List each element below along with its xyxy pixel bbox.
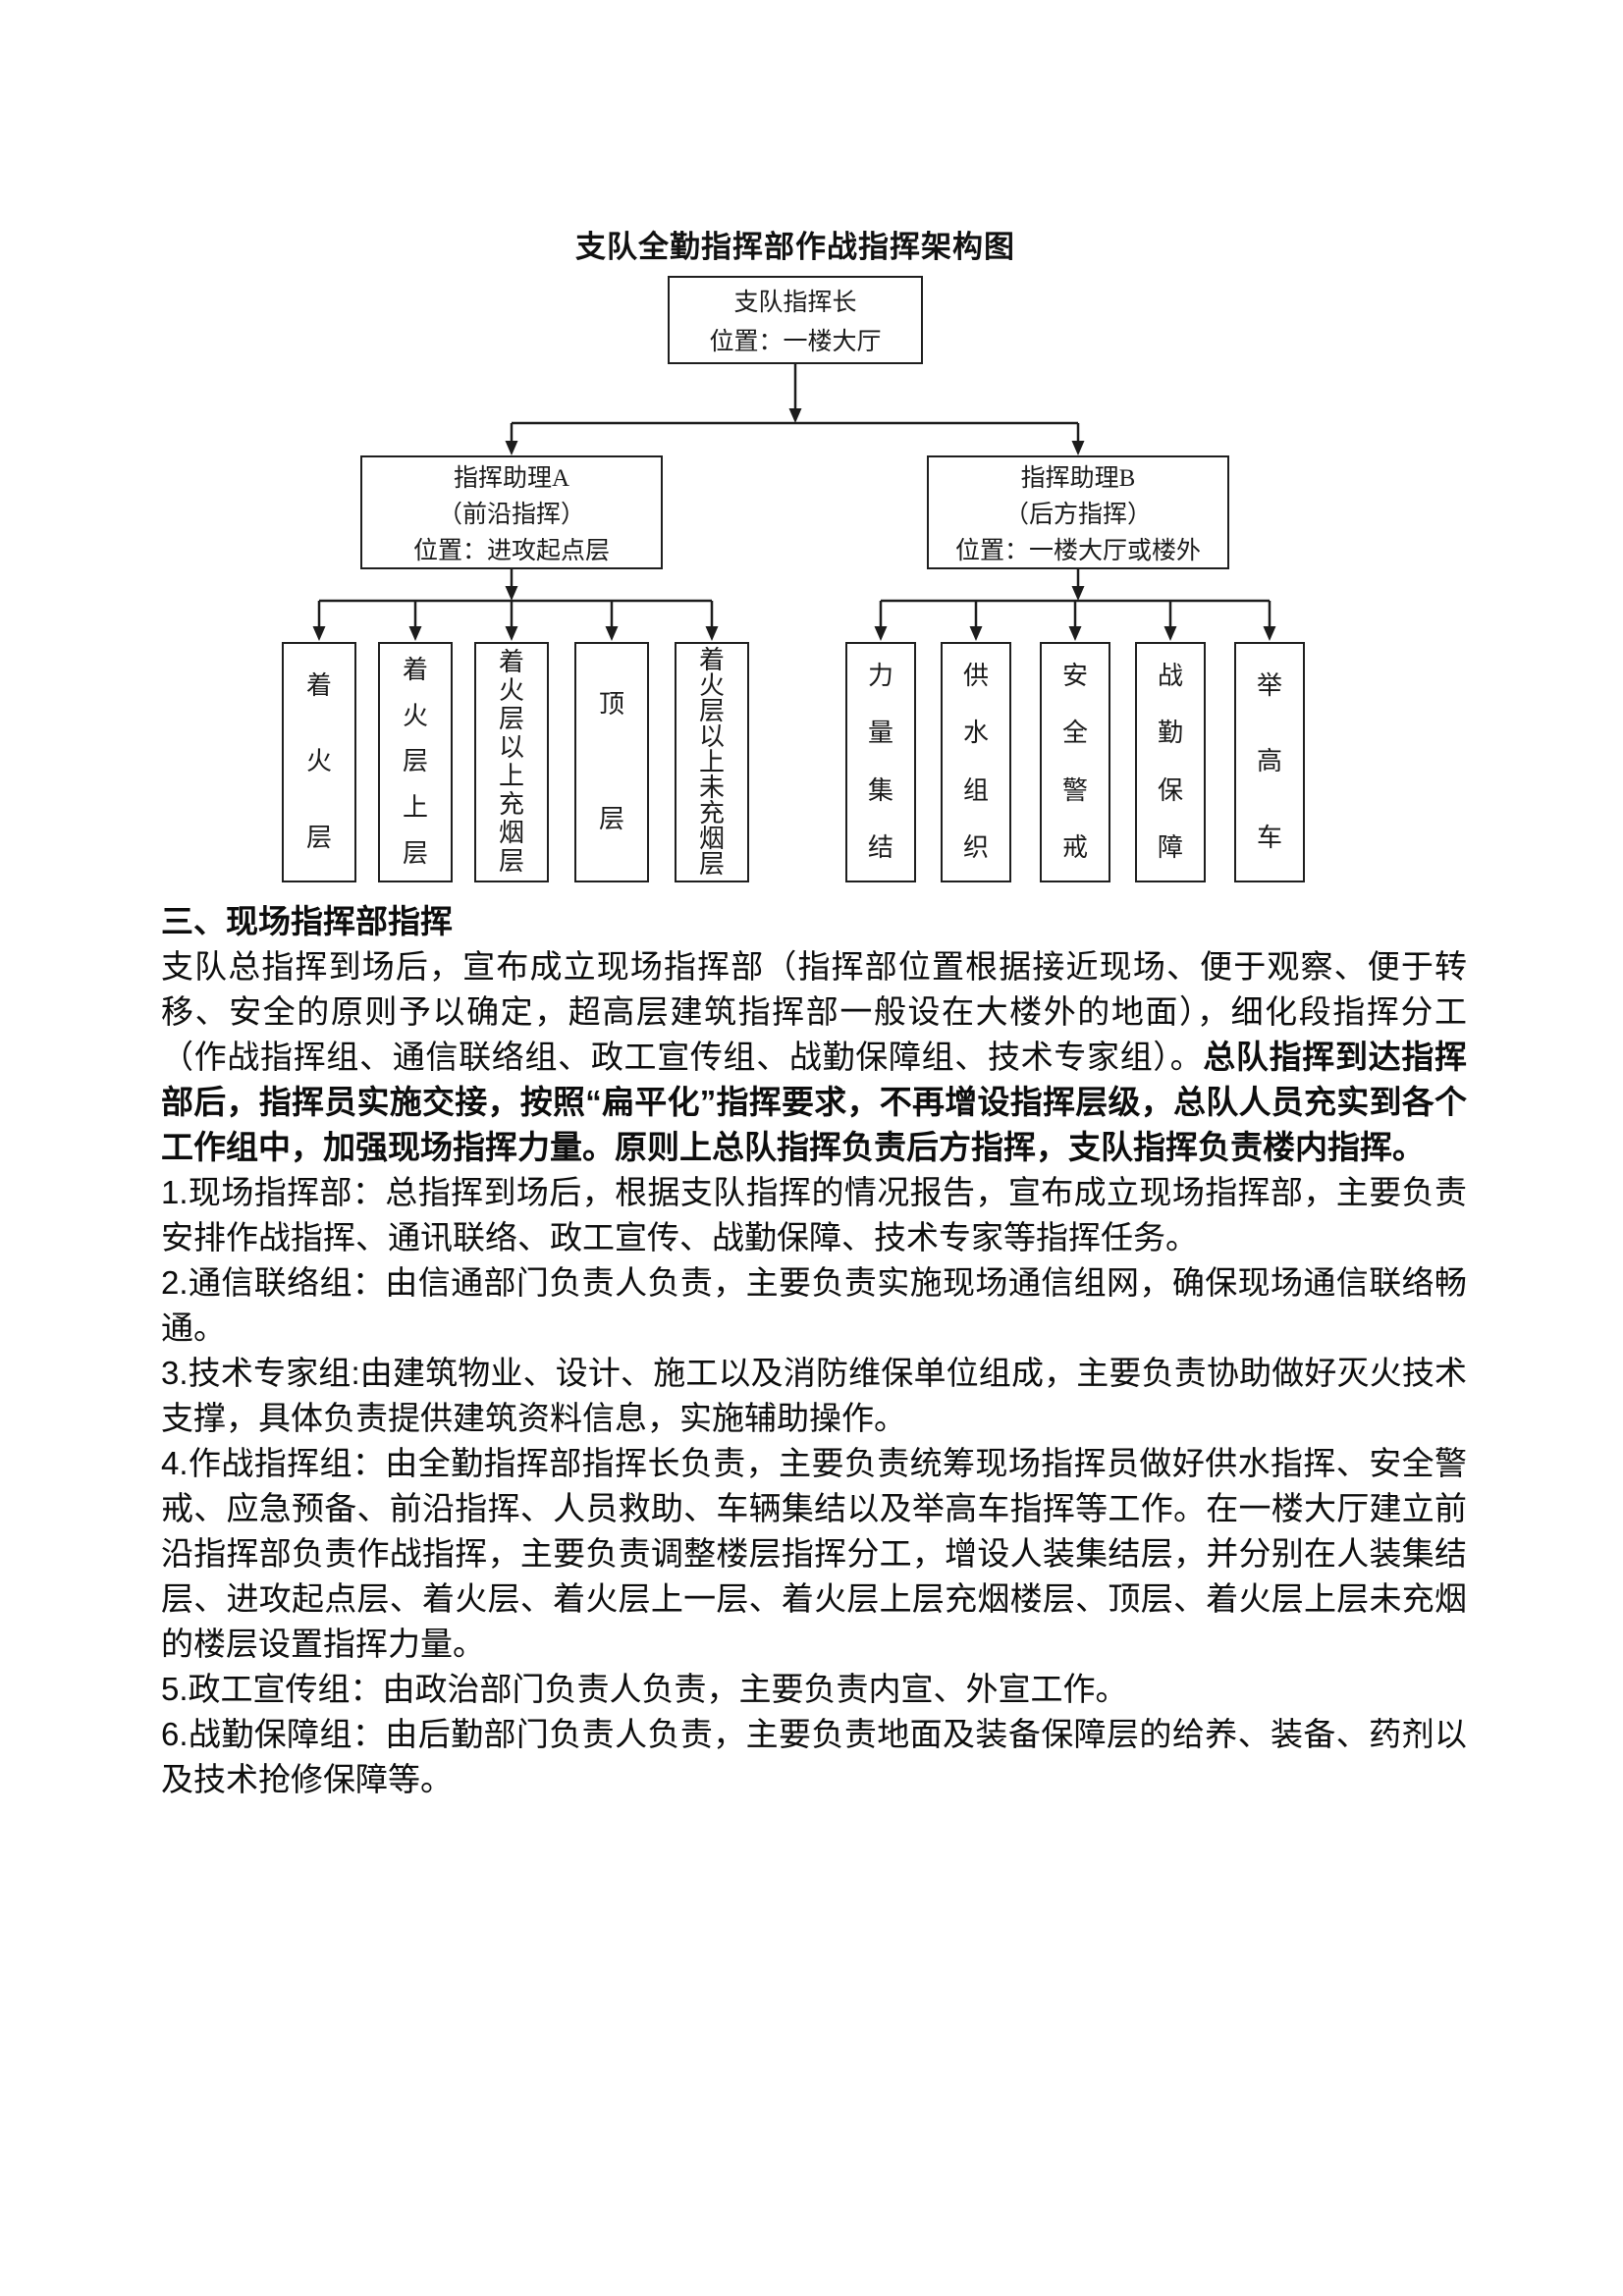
section-heading: 三、现场指挥部指挥 xyxy=(161,903,453,939)
node-logistics-support: 战勤保障 xyxy=(1135,642,1206,882)
node-top-floor: 顶层 xyxy=(574,642,649,882)
list-item-4: 4.作战指挥组：由全勤指挥部指挥长负责，主要负责统筹现场指挥员做好供水指挥、安全… xyxy=(161,1445,1467,1662)
list-item-6: 6.战勤保障组：由后勤部门负责人负责，主要负责地面及装备保障层的给养、装备、药剂… xyxy=(161,1716,1467,1797)
node-smoke-filled-floors-above-fire: 着火层以上充烟层 xyxy=(474,642,549,882)
node-command-assistant-b: 指挥助理B （后方指挥） 位置：一楼大厅或楼外 xyxy=(927,455,1229,569)
list-item-5: 5.政工宣传组：由政治部门负责人负责，主要负责内宣、外宣工作。 xyxy=(161,1671,1128,1707)
node-force-assembly: 力量集结 xyxy=(845,642,916,882)
intro-normal-run: 支队总指挥到场后，宣布成立现场指挥部（指挥部位置根据接近现场、便于观察、便于转移… xyxy=(161,948,1467,1075)
node-command-assistant-a: 指挥助理A （前沿指挥） 位置：进攻起点层 xyxy=(360,455,663,569)
list-item-2: 2.通信联络组：由信通部门负责人负责，主要负责实施现场通信组网，确保现场通信联络… xyxy=(161,1264,1467,1346)
node-role: （前沿指挥） xyxy=(437,502,585,528)
node-safety-cordon: 安全警戒 xyxy=(1040,642,1110,882)
node-detachment-commander: 支队指挥长 位置：一楼大厅 xyxy=(668,276,923,364)
list-item-3: 3.技术专家组:由建筑物业、设计、施工以及消防维保单位组成，主要负责协助做好灭火… xyxy=(161,1355,1467,1436)
intro-paragraph: 支队总指挥到场后，宣布成立现场指挥部（指挥部位置根据接近现场、便于观察、便于转移… xyxy=(161,944,1467,1170)
org-chart: 支队全勤指挥部作战指挥架构图 xyxy=(0,0,1623,893)
node-aerial-ladder-truck: 举高车 xyxy=(1234,642,1305,882)
node-location: 位置：一楼大厅 xyxy=(709,329,882,356)
body-text: 三、现场指挥部指挥 支队总指挥到场后，宣布成立现场指挥部（指挥部位置根据接近现场… xyxy=(161,899,1467,1802)
node-water-supply: 供水组织 xyxy=(941,642,1011,882)
intro-bold-run: 总队指挥到达指挥部后，指挥员实施交接，按照“扁平化”指挥要求，不再增设指挥层级，… xyxy=(161,1039,1468,1165)
node-location: 位置：进攻起点层 xyxy=(412,538,610,564)
list-item-1: 1.现场指挥部：总指挥到场后，根据支队指挥的情况报告，宣布成立现场指挥部，主要负… xyxy=(161,1174,1467,1255)
node-floor-above-fire: 着火层上层 xyxy=(378,642,453,882)
node-unsmoked-floors-above-fire: 着火层以上未充烟层 xyxy=(675,642,749,882)
node-title: 指挥助理A xyxy=(453,465,570,492)
node-role: （后方指挥） xyxy=(1003,502,1152,528)
node-title: 指挥助理B xyxy=(1020,465,1136,492)
node-location: 位置：一楼大厅或楼外 xyxy=(954,538,1201,564)
chart-title: 支队全勤指挥部作战指挥架构图 xyxy=(575,230,1015,264)
connector-lines xyxy=(312,364,1276,641)
arrowheads xyxy=(312,408,1276,641)
node-title: 支队指挥长 xyxy=(733,289,857,316)
node-fire-floor: 着火层 xyxy=(282,642,356,882)
